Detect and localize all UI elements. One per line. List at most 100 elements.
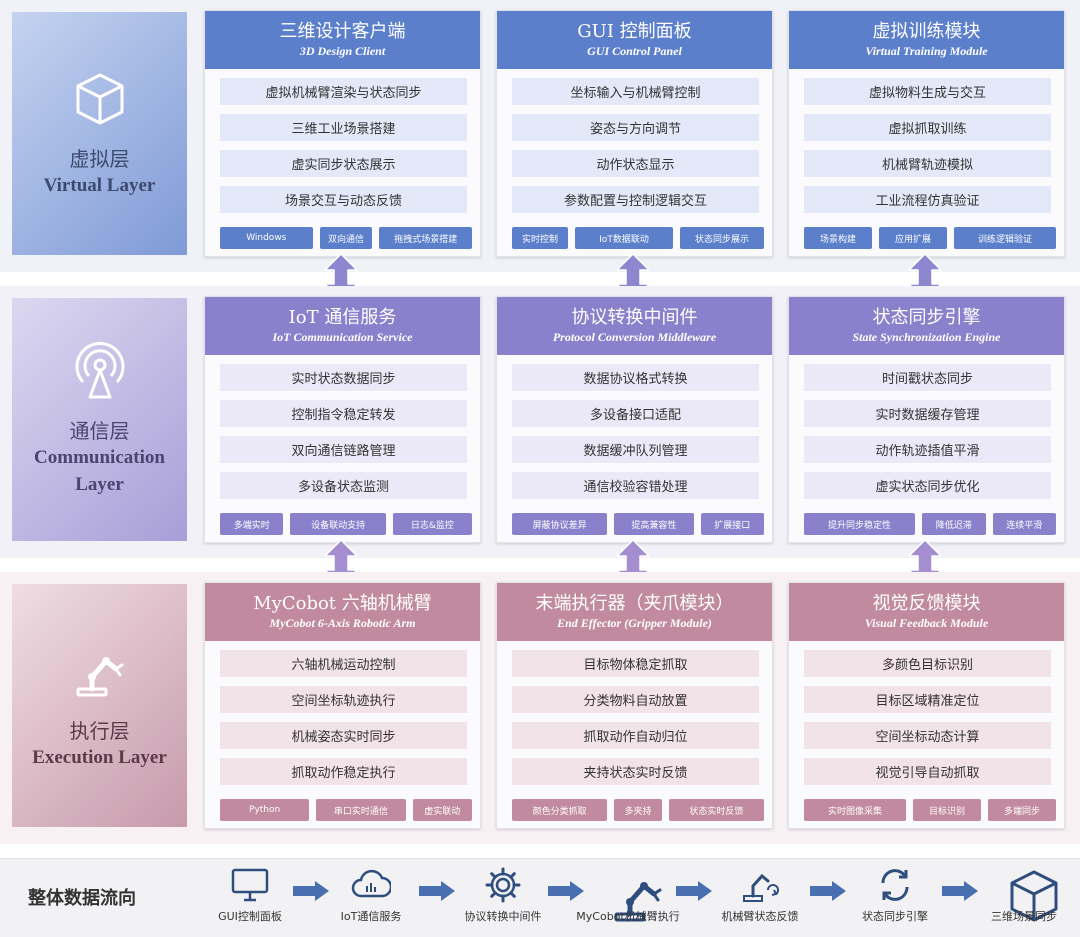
tag-badge: 多夹持 bbox=[614, 799, 662, 821]
feature-item: 时间戳状态同步 bbox=[804, 364, 1051, 391]
tag-badge: 多端实时 bbox=[220, 513, 284, 535]
card-tags: 多端实时设备联动支持日志&监控 bbox=[220, 513, 472, 535]
tag-badge: 颜色分类抓取 bbox=[512, 799, 608, 821]
antenna-icon bbox=[70, 341, 130, 401]
card-subtitle: GUI Control Panel bbox=[587, 44, 682, 58]
card-items: 六轴机械运动控制空间坐标轨迹执行机械姿态实时同步抓取动作稳定执行 bbox=[205, 641, 480, 785]
card-title: 末端执行器（夹爪模块） bbox=[535, 593, 734, 614]
card-subtitle: Virtual Training Module bbox=[865, 44, 988, 58]
flow-step: IoT通信服务 bbox=[316, 866, 426, 924]
card-items: 坐标输入与机械臂控制姿态与方向调节动作状态显示参数配置与控制逻辑交互 bbox=[497, 69, 772, 213]
card-tags: 提升同步稳定性降低迟滞连续平滑 bbox=[804, 513, 1056, 535]
flow-step-label: 状态同步引擎 bbox=[862, 910, 928, 923]
layer-name-zh: 虚拟层 bbox=[69, 146, 130, 171]
feature-item: 坐标输入与机械臂控制 bbox=[512, 78, 759, 105]
tag-badge: 日志&监控 bbox=[392, 513, 472, 535]
card-tags: 场景构建应用扩展训练逻辑验证 bbox=[804, 227, 1056, 249]
card-subtitle: IoT Communication Service bbox=[272, 330, 413, 344]
tag-badge: 连续平滑 bbox=[992, 513, 1056, 535]
card-title: 状态同步引擎 bbox=[872, 307, 981, 328]
module-card: 视觉反馈模块 Visual Feedback Module 多颜色目标识别目标区域精… bbox=[788, 582, 1065, 829]
feature-item: 多颜色目标识别 bbox=[804, 650, 1051, 677]
cube-icon bbox=[1004, 866, 1058, 922]
tag-badge: 降低迟滞 bbox=[922, 513, 986, 535]
card-items: 目标物体稳定抓取分类物料自动放置抓取动作自动归位夹持状态实时反馈 bbox=[497, 641, 772, 785]
module-card: IoT 通信服务 IoT Communication Service 实时状态数据同… bbox=[204, 296, 481, 543]
feature-item: 夹持状态实时反馈 bbox=[512, 758, 759, 785]
flow-step: MyCobot机械臂执行 bbox=[573, 866, 683, 924]
flow-step-label: 机械臂状态反馈 bbox=[721, 910, 799, 923]
feature-item: 目标区域精准定位 bbox=[804, 686, 1051, 713]
monitor-icon bbox=[230, 866, 270, 904]
feature-item: 三维工业场景搭建 bbox=[220, 114, 467, 141]
flow-arrow-icon bbox=[674, 880, 714, 902]
feature-item: 机械臂轨迹模拟 bbox=[804, 150, 1051, 177]
card-header: 虚拟训练模块 Virtual Training Module bbox=[789, 11, 1064, 69]
card-items: 时间戳状态同步实时数据缓存管理动作轨迹插值平滑虚实状态同步优化 bbox=[789, 355, 1064, 499]
tag-badge: 虚实联动 bbox=[412, 799, 472, 821]
card-header: 末端执行器（夹爪模块） End Effector (Gripper Module) bbox=[497, 583, 772, 641]
feature-item: 视觉引导自动抓取 bbox=[804, 758, 1051, 785]
card-subtitle: End Effector (Gripper Module) bbox=[557, 616, 712, 630]
feature-item: 参数配置与控制逻辑交互 bbox=[512, 186, 759, 213]
cloud-icon bbox=[351, 866, 393, 904]
card-title: 三维设计客户端 bbox=[279, 21, 406, 42]
feature-item: 数据缓冲队列管理 bbox=[512, 436, 759, 463]
module-card: MyCobot 六轴机械臂 MyCobot 6-Axis Robotic Arm 六… bbox=[204, 582, 481, 829]
robot-feedback-icon bbox=[740, 866, 780, 904]
flow-step-label: MyCobot机械臂执行 bbox=[576, 910, 680, 923]
tag-badge: 实时图像采集 bbox=[804, 799, 906, 821]
card-items: 多颜色目标识别目标区域精准定位空间坐标动态计算视觉引导自动抓取 bbox=[789, 641, 1064, 785]
tag-badge: IoT数据联动 bbox=[575, 227, 673, 249]
tag-badge: 提升同步稳定性 bbox=[804, 513, 916, 535]
module-card: 虚拟训练模块 Virtual Training Module 虚拟物料生成与交互虚拟… bbox=[788, 10, 1065, 257]
sync-icon bbox=[875, 866, 915, 904]
tag-badge: 训练逻辑验证 bbox=[954, 227, 1056, 249]
flow-step: GUI控制面板 bbox=[195, 866, 305, 924]
flow-step-label: IoT通信服务 bbox=[340, 910, 402, 923]
tag-badge: 多端同步 bbox=[988, 799, 1056, 821]
card-title: IoT 通信服务 bbox=[288, 307, 397, 328]
feature-item: 虚拟机械臂渲染与状态同步 bbox=[220, 78, 467, 105]
card-tags: 屏蔽协议差异提高兼容性扩展接口 bbox=[512, 513, 764, 535]
flow-arrow-icon bbox=[940, 880, 980, 902]
flow-arrow-icon bbox=[417, 880, 457, 902]
tag-badge: 状态实时反馈 bbox=[668, 799, 764, 821]
card-title: 协议转换中间件 bbox=[571, 307, 698, 328]
tag-badge: 屏蔽协议差异 bbox=[512, 513, 608, 535]
feature-item: 实时状态数据同步 bbox=[220, 364, 467, 391]
robotic-arm-icon bbox=[608, 866, 662, 922]
feature-item: 数据协议格式转换 bbox=[512, 364, 759, 391]
card-items: 虚拟物料生成与交互虚拟抓取训练机械臂轨迹模拟工业流程仿真验证 bbox=[789, 69, 1064, 213]
feature-item: 工业流程仿真验证 bbox=[804, 186, 1051, 213]
robotic-arm-icon bbox=[70, 641, 130, 701]
card-title: 虚拟训练模块 bbox=[872, 21, 981, 42]
feature-item: 虚拟抓取训练 bbox=[804, 114, 1051, 141]
cube-icon bbox=[70, 69, 130, 129]
flow-arrow-icon bbox=[291, 880, 331, 902]
card-subtitle: Visual Feedback Module bbox=[864, 616, 989, 630]
card-title: 视觉反馈模块 bbox=[872, 593, 981, 614]
feature-item: 抓取动作稳定执行 bbox=[220, 758, 467, 785]
tag-badge: 提高兼容性 bbox=[614, 513, 694, 535]
layer-name-en: Virtual Layer bbox=[43, 174, 156, 196]
card-subtitle: 3D Design Client bbox=[299, 44, 386, 58]
feature-item: 抓取动作自动归位 bbox=[512, 722, 759, 749]
module-card: 三维设计客户端 3D Design Client 虚拟机械臂渲染与状态同步三维工业场… bbox=[204, 10, 481, 257]
card-tags: 颜色分类抓取多夹持状态实时反馈 bbox=[512, 799, 764, 821]
card-title: MyCobot 六轴机械臂 bbox=[253, 593, 432, 614]
gear-icon bbox=[483, 866, 523, 904]
flow-step-label: GUI控制面板 bbox=[218, 910, 282, 923]
card-subtitle: MyCobot 6-Axis Robotic Arm bbox=[269, 616, 416, 630]
card-items: 虚拟机械臂渲染与状态同步三维工业场景搭建虚实同步状态展示场景交互与动态反馈 bbox=[205, 69, 480, 213]
feature-item: 动作状态显示 bbox=[512, 150, 759, 177]
feature-item: 分类物料自动放置 bbox=[512, 686, 759, 713]
